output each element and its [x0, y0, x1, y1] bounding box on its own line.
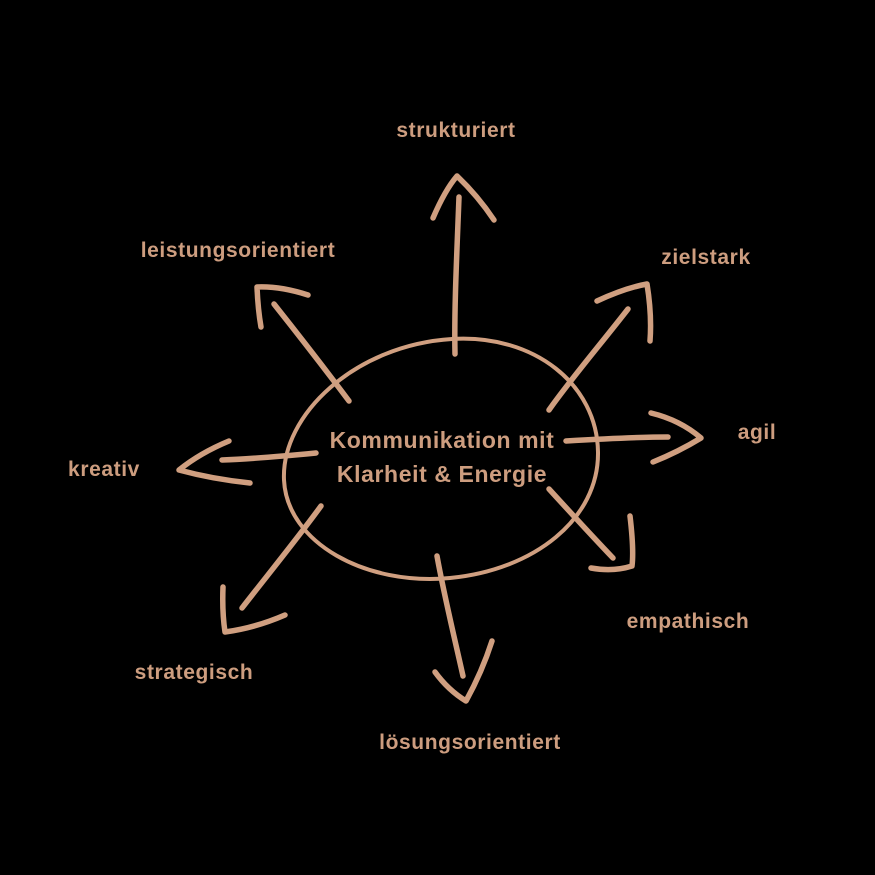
center-label: Kommunikation mit Klarheit & Energie	[330, 423, 555, 491]
spoke-label-agil: agil	[737, 421, 777, 444]
arrow-strukturiert-head	[430, 173, 497, 223]
arrow-empathisch-shaft	[546, 486, 616, 561]
arrow-strategisch-shaft	[239, 503, 324, 611]
arrow-strategisch-head	[220, 584, 288, 635]
arrow-loesungsorientiert-shaft	[434, 553, 466, 679]
arrow-kreativ-head	[176, 438, 253, 486]
arrow-leistungsorientiert-head	[254, 284, 311, 330]
center-label-line2: Klarheit & Energie	[336, 461, 548, 487]
spoke-label-kreativ: kreativ	[68, 458, 140, 481]
arrow-zielstark-head	[594, 281, 654, 344]
arrow-loesungsorientiert-head	[432, 638, 495, 704]
spoke-label-loesungsorientiert: lösungsorientiert	[379, 731, 561, 754]
arrow-zielstark-shaft	[546, 306, 631, 413]
spoke-label-empathisch: empathisch	[626, 610, 750, 633]
arrow-kreativ-shaft	[219, 450, 319, 463]
arrow-leistungsorientiert-shaft	[271, 301, 352, 404]
arrow-agil-head	[648, 410, 704, 465]
spoke-label-zielstark: zielstark	[661, 246, 751, 269]
center-ellipse-outline	[281, 336, 601, 581]
center-label-line1: Kommunikation mit	[329, 427, 555, 453]
spoke-label-leistungsorientiert: leistungsorientiert	[140, 239, 336, 262]
spoke-label-strategisch: strategisch	[134, 661, 254, 684]
arrow-strukturiert-shaft	[452, 194, 462, 357]
arrow-agil-shaft	[563, 434, 671, 444]
spoke-label-strukturiert: strukturiert	[396, 119, 516, 142]
arrow-empathisch-head	[588, 513, 636, 573]
